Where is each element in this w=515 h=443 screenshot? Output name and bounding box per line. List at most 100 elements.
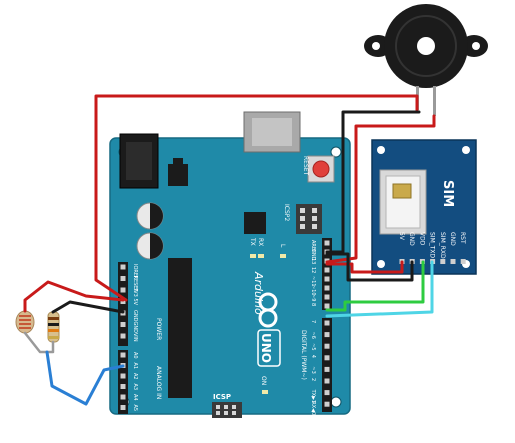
header-pin[interactable]: [324, 320, 330, 326]
header-pin[interactable]: [324, 303, 330, 309]
reset-button-cap[interactable]: [312, 160, 330, 178]
buzzer-leg: [433, 86, 436, 116]
buzzer-center: [417, 37, 435, 55]
wire-red: [23, 280, 125, 313]
dc-jack-inner: [126, 142, 152, 180]
arduino-brand: Arduino: [252, 271, 265, 315]
header-pin[interactable]: [324, 355, 330, 361]
resistor-band: [48, 329, 59, 332]
mounting-hole: [377, 260, 385, 268]
header-pin[interactable]: [324, 401, 330, 407]
icsp-pins: [216, 405, 236, 415]
icsp-header: [212, 402, 242, 418]
header-pin[interactable]: [120, 264, 126, 270]
sim-chip-icon: [392, 183, 412, 199]
resistor-band: [48, 323, 59, 326]
buzzer-mount-hole: [372, 42, 380, 50]
mounting-hole: [330, 396, 342, 408]
icsp2-header: [296, 204, 322, 234]
arduino-uno-board: RESET ICSP2 TX RX L − Arduino: [109, 111, 351, 418]
header-pin[interactable]: [324, 267, 330, 273]
sim-pin-label: SIM_TXD: [429, 232, 436, 259]
header-pin[interactable]: [120, 384, 126, 389]
rx-label: RX: [257, 238, 264, 246]
header-pin[interactable]: [324, 285, 330, 291]
tx-label: TX: [249, 237, 256, 246]
pin-label: 8: [310, 303, 316, 306]
header-pin[interactable]: [120, 287, 126, 293]
ldr-body: [15, 310, 35, 334]
digital-header-bottom: [322, 318, 332, 412]
photoresistor-icon: [15, 310, 35, 334]
icsp-label: ICSP: [213, 393, 231, 401]
pin-label: AREF: [310, 240, 316, 253]
l-label: L: [279, 244, 286, 248]
pin-label: 12: [310, 267, 316, 273]
header-pin[interactable]: [120, 405, 126, 410]
sim-pin-label: RST: [459, 232, 466, 244]
reset-button[interactable]: [307, 155, 335, 183]
l-led: [280, 254, 286, 258]
header-pin[interactable]: [324, 332, 330, 338]
regulator-tab: [173, 158, 183, 164]
on-label: ON: [260, 376, 267, 385]
header-pin[interactable]: [324, 343, 330, 349]
pin-label: 7: [310, 320, 316, 323]
pin-label: RESET: [132, 276, 138, 293]
uno-label: UNO: [259, 333, 273, 363]
arduino-logo-icon: [258, 292, 278, 328]
pin-label: A5: [132, 405, 138, 412]
sim-header-pin[interactable]: [450, 259, 456, 264]
wire-cyan: [325, 260, 434, 318]
header-pin[interactable]: [324, 390, 330, 396]
wire-black: [325, 252, 414, 282]
digital-header-top: [322, 238, 332, 310]
wire-red: [325, 260, 404, 274]
buzzer-mount-hole: [472, 42, 480, 50]
pin-label: A0: [132, 352, 138, 359]
usb-port-inner: [252, 118, 292, 146]
analog-header: [118, 350, 128, 414]
sim-header-pin[interactable]: [440, 259, 446, 264]
header-pin[interactable]: [120, 373, 126, 379]
capacitor-mark: [150, 203, 163, 229]
header-pin[interactable]: [324, 366, 330, 372]
header-pin[interactable]: [120, 322, 126, 327]
sim-header-pin[interactable]: [460, 259, 466, 264]
rx-led: [258, 254, 264, 258]
ldr-track: [19, 315, 31, 329]
pin-label: ~9: [310, 294, 316, 301]
pin-label: A2: [132, 373, 138, 380]
header-pin[interactable]: [120, 352, 126, 358]
pin-label: ~5: [310, 343, 316, 350]
header-pin[interactable]: [324, 294, 330, 300]
uno-badge: [257, 329, 281, 367]
wire-blue: [45, 350, 125, 406]
resistor-icon: [47, 311, 60, 343]
pin-label: TX▶1: [310, 389, 316, 404]
pin-label: ~3: [310, 366, 316, 373]
digital-section-label: DIGITAL (PWM~): [300, 330, 307, 380]
pin-label: 3V3: [132, 287, 138, 297]
buzzer-ring: [395, 15, 457, 77]
header-pin[interactable]: [324, 378, 330, 384]
wire-red: [94, 94, 419, 302]
header-pin[interactable]: [120, 333, 126, 339]
sim-pin-label: GND: [408, 232, 415, 246]
header-pin[interactable]: [120, 276, 126, 281]
voltage-regulator: [168, 164, 188, 186]
analog-section-label: ANALOG IN: [155, 366, 162, 399]
header-pin[interactable]: [324, 276, 330, 282]
tx-led: [250, 254, 256, 258]
sim-pin-label: GND: [449, 232, 456, 246]
sim-pin-label: 5V: [398, 232, 405, 241]
icsp2-label: ICSP2: [283, 204, 290, 221]
mounting-hole: [462, 146, 470, 154]
header-pin[interactable]: [120, 394, 126, 400]
header-pin[interactable]: [324, 240, 330, 246]
